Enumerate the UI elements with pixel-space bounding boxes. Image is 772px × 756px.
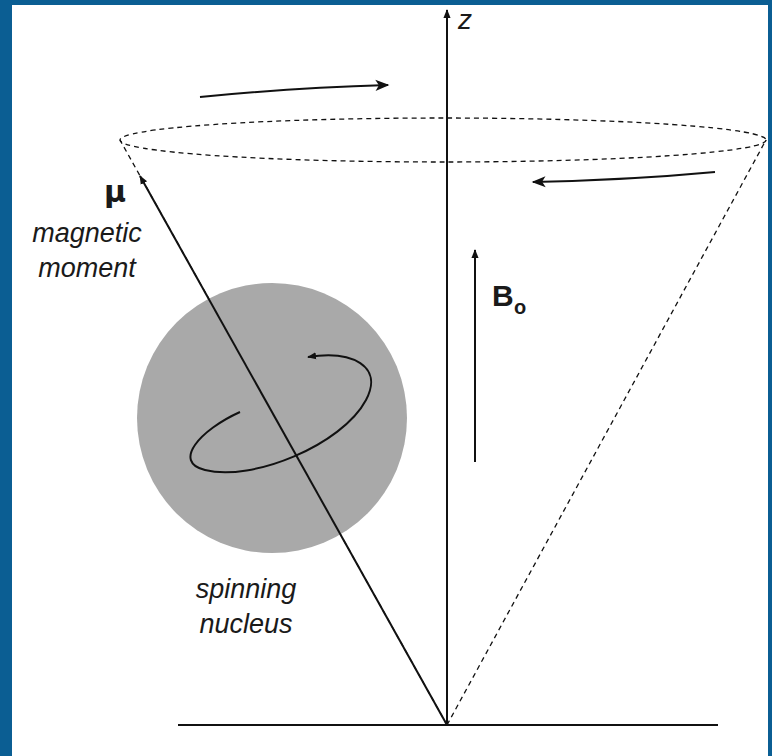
frame-bar xyxy=(768,0,772,756)
field-arrow xyxy=(474,250,476,462)
symbol-label: μ xyxy=(104,172,144,211)
axis-label: z xyxy=(458,2,498,38)
frame-bar xyxy=(0,0,12,756)
z-axis xyxy=(446,10,448,725)
precession-arrow xyxy=(200,85,388,97)
symbol-subscript: o xyxy=(514,294,534,320)
frame-bar xyxy=(0,0,772,5)
precession-ellipse xyxy=(120,118,766,162)
callout-label: magnetic moment xyxy=(14,216,160,286)
precession-arrow xyxy=(533,172,715,182)
cone-edge xyxy=(447,140,766,725)
cone-edge xyxy=(120,140,447,725)
callout-label: spinning nucleus xyxy=(166,572,326,642)
moment-vector xyxy=(140,176,447,725)
nucleus-sphere xyxy=(137,283,407,553)
spin-arrow xyxy=(190,355,371,472)
